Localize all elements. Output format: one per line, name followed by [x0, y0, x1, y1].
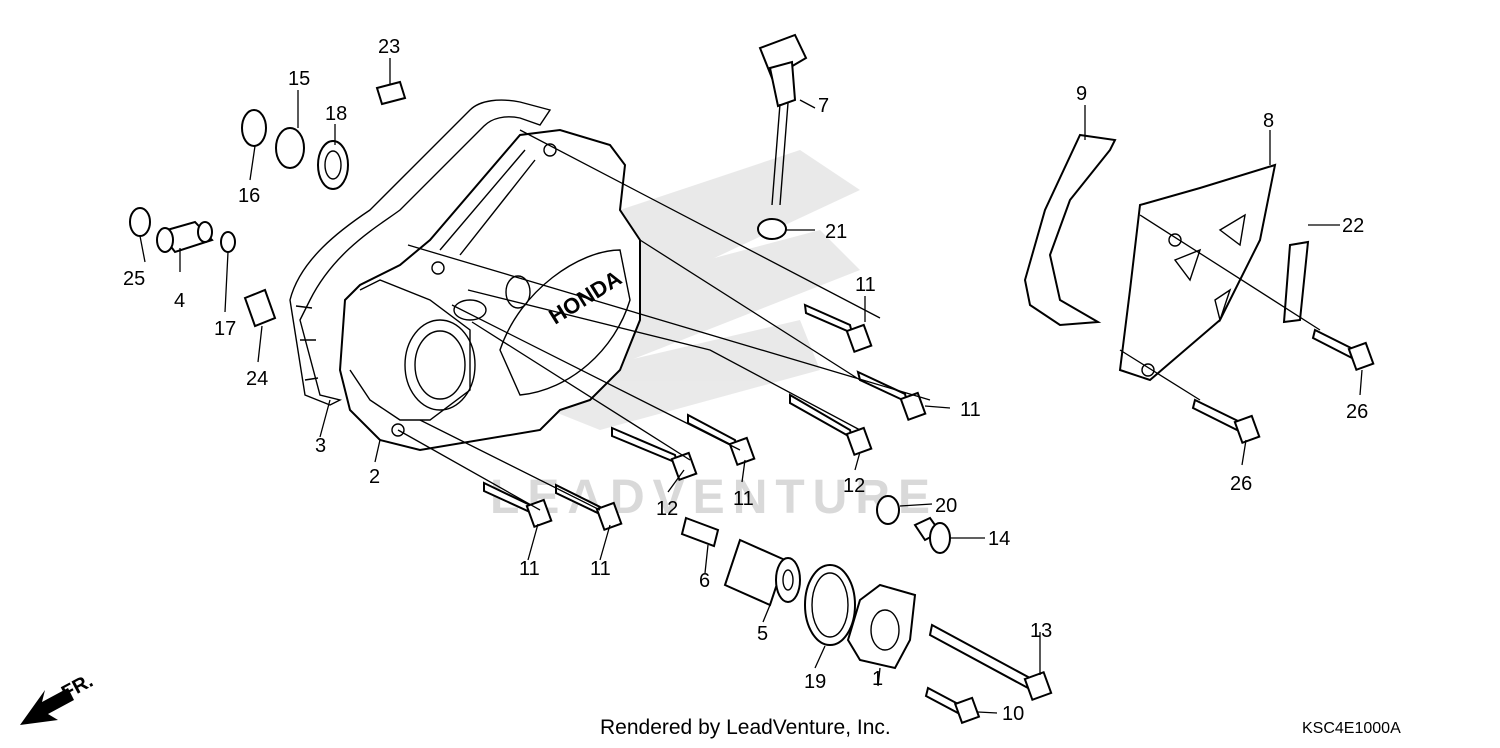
callout-9: 9 — [1076, 83, 1087, 105]
diagram-code: KSC4E1000A — [1302, 720, 1401, 737]
callout-2: 2 — [369, 466, 380, 488]
filter-spring — [680, 516, 720, 548]
callout-11-d: 11 — [519, 558, 540, 580]
ring-clip — [241, 109, 267, 147]
cover-strap — [1282, 240, 1310, 324]
callout-11-e: 11 — [590, 558, 611, 580]
callout-4: 4 — [174, 290, 185, 312]
dowel-pin — [243, 288, 277, 328]
oil-dipstick — [758, 33, 808, 206]
callout-1: 1 — [872, 668, 883, 690]
filter-o-ring — [804, 564, 856, 646]
callout-10: 10 — [1002, 703, 1024, 725]
callout-12-b: 12 — [656, 498, 678, 520]
callout-8: 8 — [1263, 110, 1274, 132]
oil-pass-pipe — [156, 220, 214, 254]
callout-5: 5 — [757, 623, 768, 645]
callout-12-a: 12 — [843, 475, 865, 497]
callout-14: 14 — [988, 528, 1010, 550]
callout-3: 3 — [315, 435, 326, 457]
leader-lines — [139, 58, 1363, 714]
callout-17: 17 — [214, 318, 236, 340]
callout-26-b: 26 — [1230, 473, 1252, 495]
cover-gasket — [289, 99, 552, 406]
callout-24: 24 — [246, 368, 268, 390]
oil-filter-cover — [846, 583, 917, 670]
cover-protector — [1023, 133, 1117, 327]
callout-13: 13 — [1030, 620, 1052, 642]
callout-labels: 23 15 18 16 25 4 17 24 3 2 7 21 11 11 12… — [123, 36, 1368, 725]
callout-21: 21 — [825, 221, 847, 243]
washer — [220, 231, 236, 253]
filter-bolt-long — [928, 623, 1032, 690]
sealing-washer — [876, 495, 900, 525]
callout-11-c: 11 — [733, 488, 754, 510]
callout-11-b: 11 — [960, 399, 981, 421]
sprocket-cover — [1118, 163, 1277, 382]
callout-7: 7 — [818, 95, 829, 117]
callout-22: 22 — [1342, 215, 1364, 237]
front-direction-arrow: FR. — [20, 670, 97, 725]
callout-18: 18 — [325, 103, 347, 125]
callout-23: 23 — [378, 36, 400, 58]
collar — [375, 80, 407, 106]
callout-6: 6 — [699, 570, 710, 592]
callout-19: 19 — [804, 671, 826, 693]
callout-25: 25 — [123, 268, 145, 290]
cover-bolt-lower — [1191, 398, 1242, 432]
circlip — [129, 207, 151, 237]
callout-26-a: 26 — [1346, 401, 1368, 423]
filter-bolt-short — [924, 686, 962, 715]
o-ring-dipstick — [757, 218, 787, 240]
footer-credit: Rendered by LeadVenture, Inc. — [600, 716, 891, 739]
seal-washer — [275, 127, 305, 169]
cover-bolt-upper — [1311, 328, 1357, 360]
drain-bolt — [913, 516, 951, 554]
callout-11-a: 11 — [855, 274, 876, 296]
callout-20: 20 — [935, 495, 957, 517]
oil-filter — [723, 538, 801, 607]
callout-16: 16 — [238, 185, 260, 207]
oil-seal — [317, 140, 349, 190]
callout-15: 15 — [288, 68, 310, 90]
